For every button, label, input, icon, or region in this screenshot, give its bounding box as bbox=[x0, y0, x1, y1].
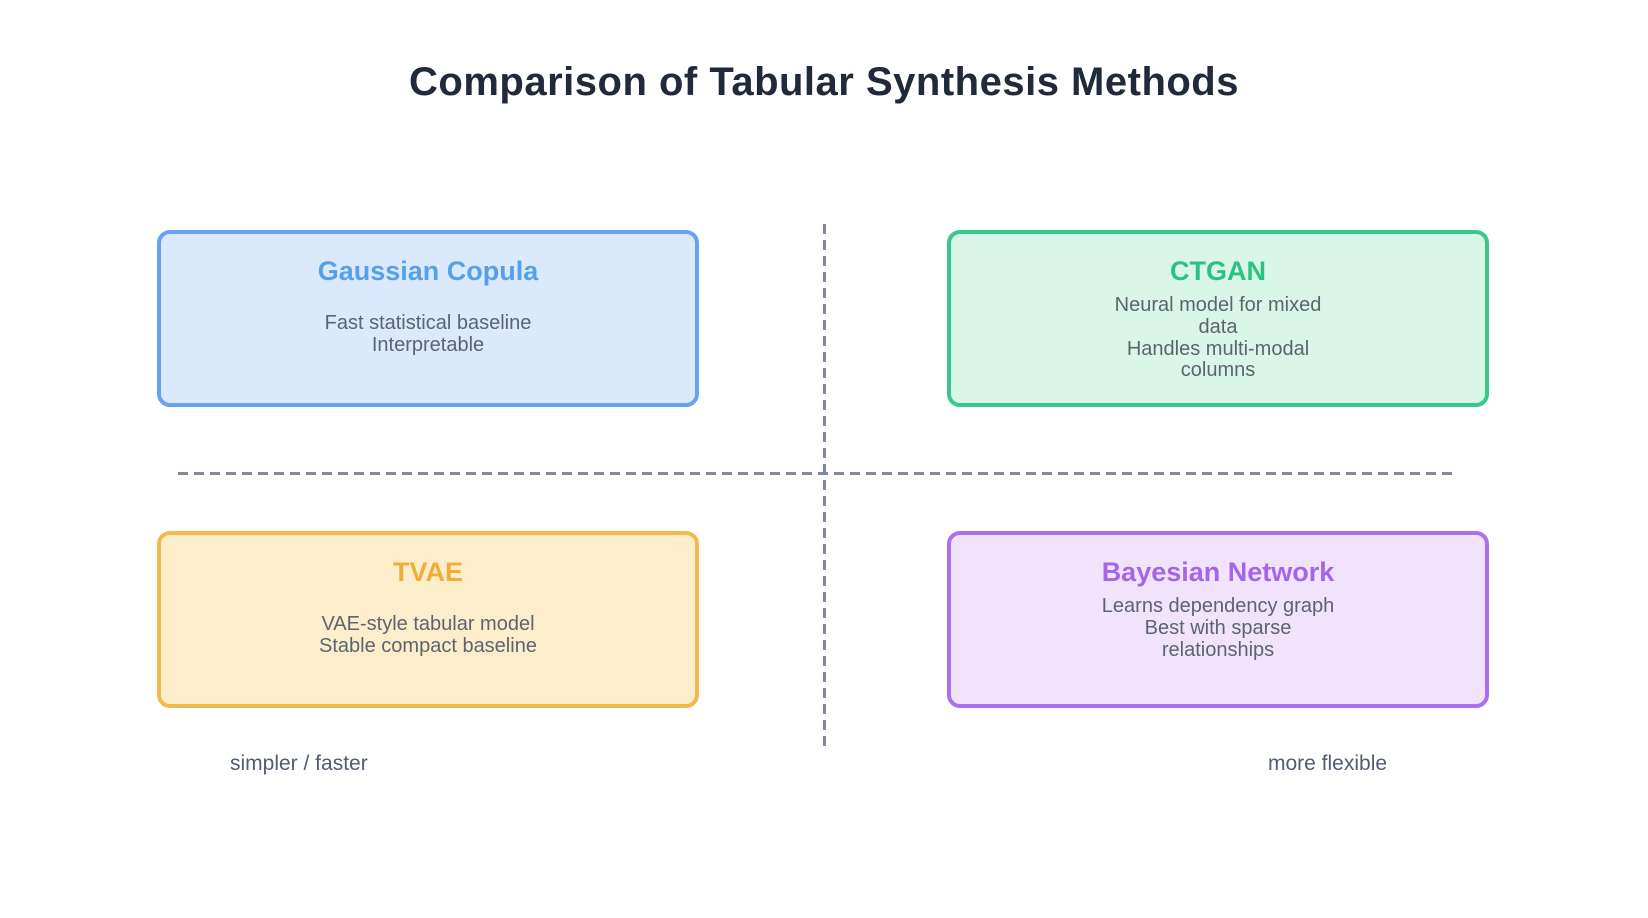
quadrant-description-gaussian-copula: Fast statistical baseline Interpretable bbox=[324, 312, 532, 356]
axis-label-simpler-faster: simpler / faster bbox=[230, 752, 368, 775]
quadrant-card-tvae: TVAE VAE-style tabular model Stable comp… bbox=[157, 531, 699, 708]
quadrant-card-gaussian-copula: Gaussian Copula Fast statistical baselin… bbox=[157, 230, 699, 407]
axis-label-more-flexible: more flexible bbox=[1268, 752, 1388, 775]
quadrant-card-ctgan: CTGAN Neural model for mixed data Handle… bbox=[947, 230, 1489, 407]
quadrant-title-gaussian-copula: Gaussian Copula bbox=[317, 256, 539, 286]
quadrant-description-bayesian-network: Learns dependency graph Best with sparse… bbox=[1101, 595, 1335, 661]
vertical-axis-line bbox=[823, 224, 826, 748]
quadrant-description-ctgan: Neural model for mixed data Handles mult… bbox=[1114, 294, 1322, 382]
quadrant-title-ctgan: CTGAN bbox=[1170, 256, 1266, 286]
quadrant-title-tvae: TVAE bbox=[392, 557, 463, 587]
figure-title: Comparison of Tabular Synthesis Methods bbox=[409, 60, 1239, 104]
quadrant-card-bayesian-network: Bayesian Network Learns dependency graph… bbox=[947, 531, 1489, 708]
quadrant-description-tvae: VAE-style tabular model Stable compact b… bbox=[319, 613, 537, 657]
quadrant-title-bayesian-network: Bayesian Network bbox=[1101, 557, 1335, 587]
horizontal-axis-line bbox=[178, 472, 1457, 475]
